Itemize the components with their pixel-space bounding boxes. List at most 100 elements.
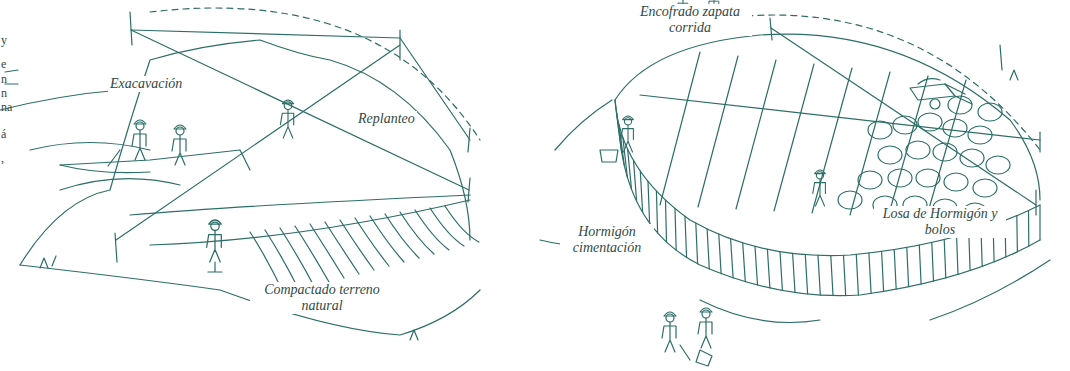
compaction-hatch — [280, 228, 314, 286]
cut-text-fragment: n — [1, 73, 7, 86]
boulder — [868, 121, 892, 139]
compaction-hatch — [310, 224, 344, 278]
worker-helmet — [664, 312, 676, 316]
boulder — [888, 169, 912, 187]
formwork-plank — [666, 200, 667, 242]
excavation-scene — [0, 8, 480, 340]
mixing-tools — [680, 345, 712, 366]
formwork-plank — [675, 208, 676, 250]
formwork-plank — [793, 253, 795, 292]
compaction-hatch — [415, 210, 449, 250]
boulder — [918, 113, 942, 131]
formwork-plank — [1039, 205, 1040, 240]
formwork-plank — [640, 171, 642, 212]
formwork-plank — [743, 243, 746, 282]
formwork-plank — [1028, 211, 1030, 247]
formwork-plank — [719, 234, 721, 273]
cut-text-fragment: n — [1, 87, 7, 100]
compaction-hatch — [445, 206, 479, 242]
worker-body — [813, 179, 826, 206]
tamper — [208, 262, 222, 272]
boulder — [893, 116, 917, 134]
formwork-plank — [944, 240, 946, 278]
worker-figure — [172, 125, 186, 165]
worker-helmet — [700, 308, 712, 312]
worker-helmet — [815, 170, 826, 174]
worker-head — [284, 102, 292, 110]
part-label: Encofrado zapata corrida — [628, 4, 752, 36]
worker-body — [662, 322, 676, 352]
worker-head — [211, 222, 219, 230]
boulder — [968, 126, 992, 144]
worker-helmet — [209, 220, 222, 224]
worker-head — [176, 127, 184, 135]
boulder — [978, 103, 1002, 121]
boulder — [878, 146, 902, 164]
boulder — [838, 191, 862, 209]
cut-text-fragment: , — [1, 152, 4, 165]
formwork-plank — [969, 233, 970, 271]
worker-body — [698, 318, 712, 348]
formwork-plank — [780, 252, 782, 291]
boulder — [916, 169, 940, 187]
formwork-plank — [656, 191, 657, 233]
part-label: Hormigón cimentación — [560, 224, 654, 256]
worker-helmet — [134, 120, 146, 124]
formwork-plank — [894, 250, 896, 290]
worker-body — [621, 125, 634, 152]
formwork-plank — [805, 255, 807, 294]
formwork-plank — [844, 255, 846, 295]
boulder — [906, 141, 930, 159]
compaction-hatch — [430, 208, 464, 246]
formwork-plank — [685, 216, 687, 257]
slab-hatch — [850, 72, 890, 215]
formwork-plank — [856, 254, 858, 295]
boulder — [944, 173, 968, 191]
boulder — [933, 143, 957, 161]
worker-head — [624, 118, 631, 125]
compaction-hatch — [385, 214, 419, 258]
boulder — [960, 149, 984, 167]
slab-hatch — [698, 56, 738, 207]
worker-figure — [813, 170, 826, 206]
worker-body — [132, 130, 146, 160]
cut-text-fragment: na — [1, 101, 12, 114]
worker-figure — [280, 100, 293, 138]
worker-head — [666, 314, 674, 322]
worker-head — [816, 172, 823, 179]
formwork-plank — [831, 256, 833, 296]
cut-text-fragment: y — [1, 34, 7, 47]
worker-figure — [132, 120, 146, 160]
formwork-plank — [957, 236, 958, 274]
worker-head — [136, 122, 144, 130]
part-label: Replanteo — [356, 111, 417, 127]
formwork-plank — [696, 223, 698, 264]
formwork-plank — [869, 253, 871, 293]
formwork-plank — [731, 239, 734, 278]
formwork-plank — [617, 113, 622, 153]
formwork-plank — [818, 255, 820, 295]
cut-text-fragment: e — [1, 58, 6, 71]
worker-figure — [698, 308, 712, 348]
worker-body — [172, 135, 186, 165]
formwork-plank — [628, 149, 632, 189]
slab-hatch — [774, 64, 814, 211]
formwork-plank — [755, 246, 758, 285]
compaction-hatch — [295, 226, 329, 282]
slab-hatch — [926, 80, 966, 219]
boulder — [973, 179, 997, 197]
compaction-hatch — [340, 220, 374, 270]
formwork-plank — [932, 243, 934, 282]
compaction-hatch — [400, 212, 434, 254]
compaction-hatch — [370, 216, 404, 262]
part-label: Compactado terreno natural — [250, 282, 394, 314]
slab-hatch — [736, 60, 776, 209]
formwork-plank — [634, 161, 637, 202]
worker-figure — [207, 220, 222, 262]
part-label: Exacavación — [108, 76, 184, 92]
compaction-hatch — [355, 218, 389, 266]
worker-body — [207, 231, 222, 263]
worker-figure — [662, 312, 676, 352]
wheelbarrow — [910, 79, 972, 109]
